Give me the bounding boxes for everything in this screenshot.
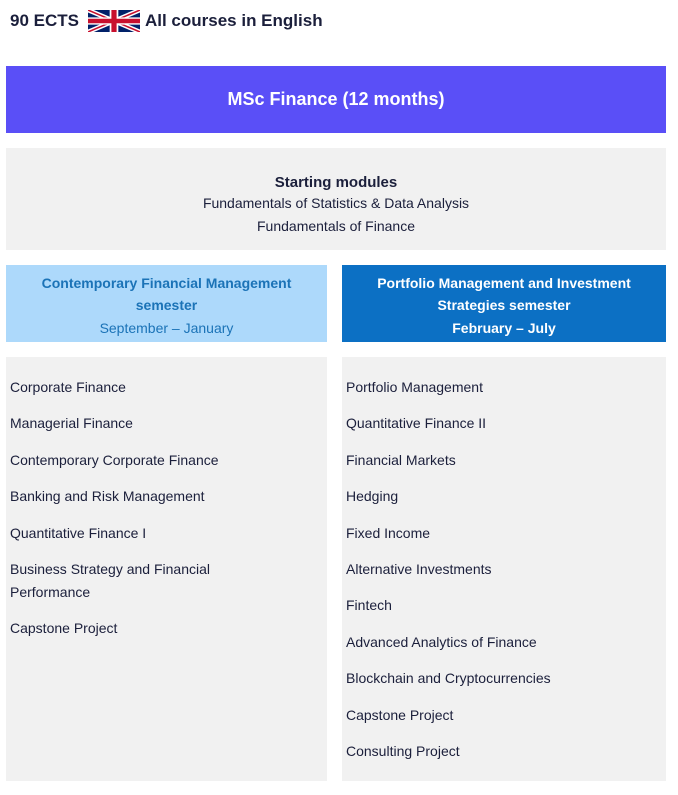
course-item: Quantitative Finance I — [10, 524, 147, 541]
course-item: Financial Markets — [346, 451, 456, 468]
course-item: Contemporary Corporate Finance — [10, 451, 219, 468]
course-item: Portfolio Management — [346, 379, 483, 395]
ects-label: 90 ECTS — [10, 11, 79, 30]
course-item: Fintech — [346, 597, 392, 614]
course-item: Fixed Income — [346, 524, 431, 541]
course-item: Hedging — [346, 488, 399, 505]
course-item: Blockchain and Cryptocurrencies — [346, 670, 551, 687]
semester-header-fall: Contemporary Financial Management semest… — [6, 265, 327, 342]
course-item: Quantitative Finance II — [346, 415, 487, 432]
starting-modules-box: Starting modules Fundamentals of Statist… — [6, 148, 666, 250]
course-item: Advanced Analytics of Finance — [346, 633, 537, 650]
fall-course-list: Corporate Finance Managerial Finance Con… — [6, 357, 327, 781]
course-item: Business Strategy and Financial Performa… — [10, 560, 210, 600]
program-header: 90 ECTS All courses in English — [10, 8, 323, 34]
course-item: Alternative Investments — [346, 560, 492, 577]
language-label: All courses in English — [144, 11, 323, 30]
course-item: Consulting Project — [346, 742, 460, 759]
course-item: Capstone Project — [10, 620, 118, 637]
course-item: Banking and Risk Management — [10, 488, 205, 505]
starting-module-item: Fundamentals of Statistics & Data Analys… — [202, 195, 470, 211]
semester-header-spring: Portfolio Management and Investment Stra… — [342, 265, 666, 342]
course-item: Capstone Project — [346, 706, 454, 723]
semester-dates: February – July — [452, 320, 556, 336]
starting-modules-title: Starting modules — [274, 174, 398, 191]
course-item: Corporate Finance — [10, 379, 126, 395]
program-title-bar: MSc Finance (12 months) — [6, 66, 666, 133]
semester-dates: September – January — [99, 320, 234, 336]
semester-title: Contemporary Financial Management semest… — [41, 275, 292, 313]
starting-module-item: Fundamentals of Finance — [257, 218, 415, 234]
spring-course-list: Portfolio Management Quantitative Financ… — [342, 357, 666, 781]
semester-title: Portfolio Management and Investment Stra… — [377, 275, 631, 313]
uk-flag-icon — [87, 10, 140, 32]
program-title: MSc Finance (12 months) — [227, 89, 445, 109]
course-item: Managerial Finance — [10, 415, 133, 432]
